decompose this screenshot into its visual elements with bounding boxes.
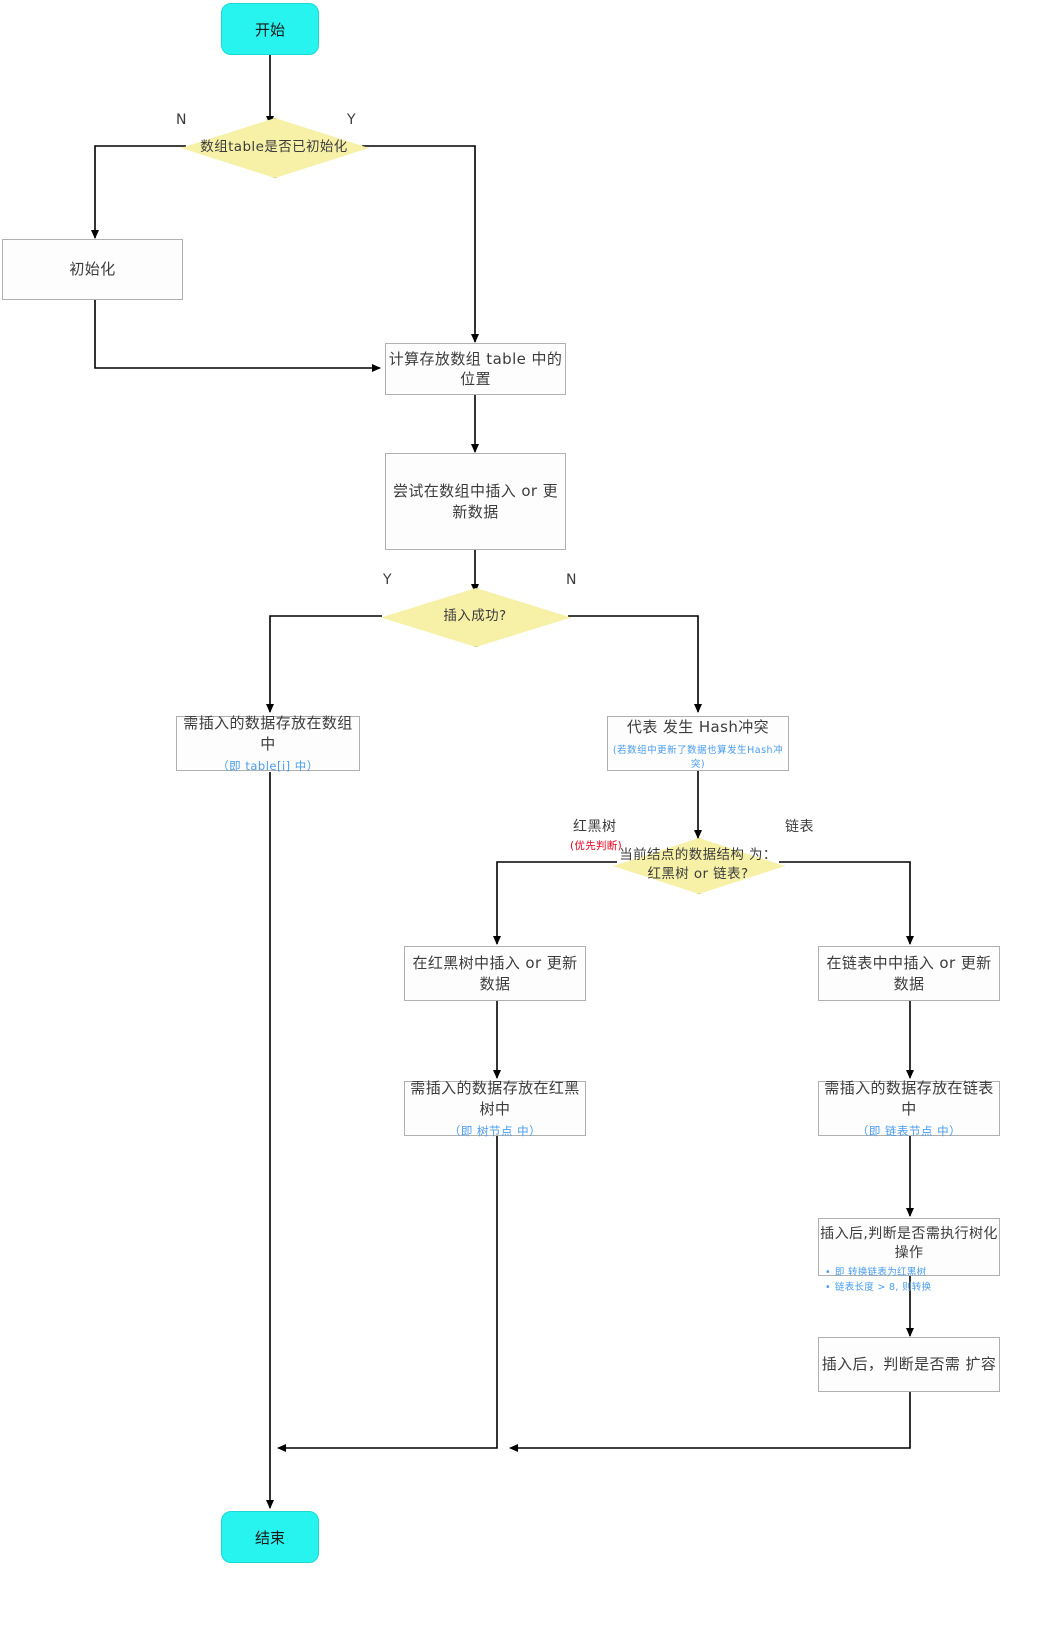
node-treeify-check[interactable]: 插入后,判断是否需执行树化操作 即 转换链表为红黑树 链表长度 > 8, 则转换 (818, 1218, 1000, 1293)
edge-label-structure-tree-note: (优先判断) (570, 840, 622, 852)
node-hash-conflict-sub: (若数组中更新了数据也算发生Hash冲突) (612, 744, 784, 770)
node-stored-in-array-sub: （即 table[i] 中） (217, 758, 319, 773)
node-insert-into-list[interactable]: 在链表中中插入 or 更新数据 (818, 946, 1000, 1001)
edge-label-structure-tree: 红黑树 (573, 819, 617, 835)
node-stored-in-list-main: 需插入的数据存放在链表中 (824, 1079, 994, 1118)
node-insert-into-list-label: 在链表中中插入 or 更新数据 (826, 954, 992, 993)
node-hash-conflict-main: 代表 发生 Hash冲突 (626, 718, 770, 737)
node-stored-in-tree-main: 需插入的数据存放在红黑树中 (410, 1079, 580, 1118)
edge-label-table-init-no: N (176, 112, 187, 128)
node-stored-in-list[interactable]: 需插入的数据存放在链表中 （即 链表节点 中） (818, 1079, 1000, 1138)
decision-structure-line1: 当前结点的数据结构 为： (619, 847, 777, 864)
node-resize-check[interactable]: 插入后，判断是否需 扩容 (818, 1337, 1000, 1392)
node-hash-conflict[interactable]: 代表 发生 Hash冲突 (若数组中更新了数据也算发生Hash冲突) (607, 716, 789, 771)
node-try-insert-array-label: 尝试在数组中插入 or 更新数据 (392, 482, 559, 521)
edge-label-insert-yes: Y (383, 572, 393, 588)
node-calculate-index-label: 计算存放数组 table 中的位置 (388, 349, 563, 388)
treeify-bullet-0: 即 转换链表为红黑树 (825, 1266, 999, 1281)
node-initialize[interactable]: 初始化 (2, 239, 183, 300)
node-initialize-label: 初始化 (69, 260, 116, 279)
treeify-bullet-1: 链表长度 > 8, 则转换 (825, 1281, 999, 1296)
node-start[interactable]: 开始 (221, 3, 319, 55)
node-calculate-index[interactable]: 计算存放数组 table 中的位置 (385, 343, 566, 395)
node-try-insert-array[interactable]: 尝试在数组中插入 or 更新数据 (385, 453, 566, 550)
node-treeify-check-main: 插入后,判断是否需执行树化操作 (820, 1226, 998, 1261)
node-decision-table-initialized[interactable]: 数组table是否已初始化 (181, 118, 369, 178)
edge-label-insert-no: N (566, 572, 577, 588)
edge-label-structure-list: 链表 (785, 819, 814, 835)
node-stored-in-tree[interactable]: 需插入的数据存放在红黑树中 （即 树节点 中） (404, 1079, 586, 1138)
node-decision-structure-type-label: 当前结点的数据结构 为： 红黑树 or 链表? (613, 838, 783, 892)
node-start-label: 开始 (254, 20, 285, 39)
node-decision-insert-success[interactable]: 插入成功? (381, 588, 571, 647)
node-stored-in-list-sub: （即 链表节点 中） (856, 1123, 962, 1138)
node-end[interactable]: 结束 (221, 1511, 319, 1563)
decision-structure-line2: 红黑树 or 链表? (647, 866, 749, 882)
node-decision-table-initialized-label: 数组table是否已初始化 (200, 138, 348, 155)
node-end-label: 结束 (254, 1528, 285, 1547)
node-decision-structure-type[interactable]: 当前结点的数据结构 为： 红黑树 or 链表? (613, 838, 785, 894)
node-stored-in-tree-sub: （即 树节点 中） (448, 1123, 542, 1138)
node-resize-check-label: 插入后，判断是否需 扩容 (821, 1355, 997, 1374)
node-treeify-check-bullets: 即 转换链表为红黑树 链表长度 > 8, 则转换 (819, 1266, 999, 1295)
node-insert-into-tree-label: 在红黑树中插入 or 更新数据 (412, 954, 578, 993)
node-stored-in-array[interactable]: 需插入的数据存放在数组中 （即 table[i] 中） (176, 714, 360, 773)
node-decision-insert-success-label: 插入成功? (443, 608, 507, 625)
node-stored-in-array-main: 需插入的数据存放在数组中 (183, 714, 353, 753)
edge-label-table-init-yes: Y (347, 112, 357, 128)
node-insert-into-tree[interactable]: 在红黑树中插入 or 更新数据 (404, 946, 586, 1001)
